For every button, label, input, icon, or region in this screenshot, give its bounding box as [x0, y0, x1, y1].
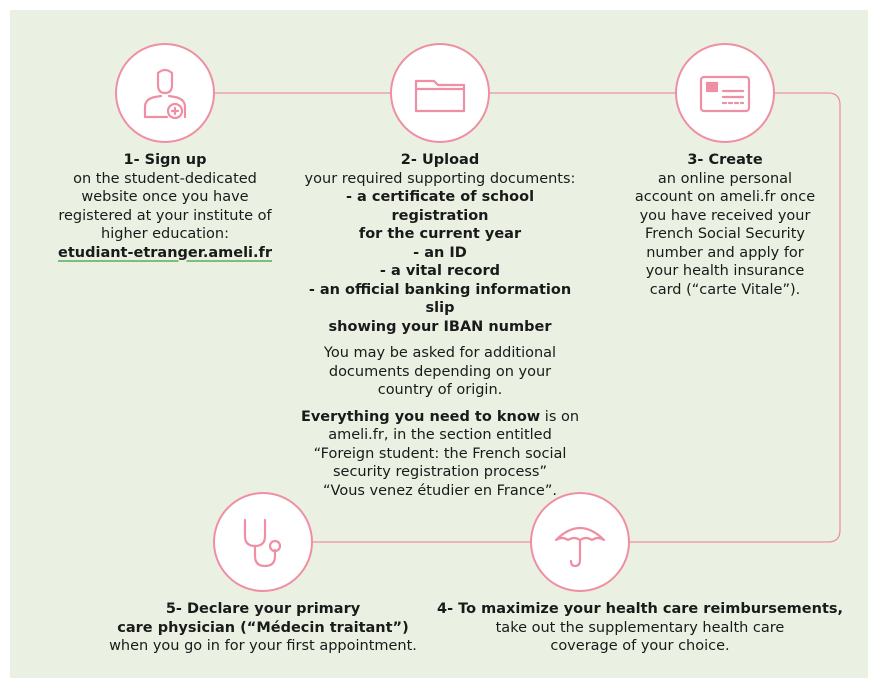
document-item: - a vital record: [379, 263, 501, 279]
document-item: showing your IBAN number: [328, 318, 552, 335]
step-2-intro: your required supporting documents:: [304, 170, 576, 187]
step-5-line: when you go in for your first appointmen…: [109, 638, 417, 654]
step-5-circle: [213, 492, 313, 592]
step-3-line: an online personal: [657, 170, 793, 187]
document-item: - an ID: [413, 244, 467, 261]
info-line: ameli.fr, in the section entitled: [328, 427, 552, 443]
step-5-title-1: 5- Declare your primary: [165, 601, 361, 617]
card-icon: [699, 75, 751, 113]
folder-icon: [414, 79, 466, 113]
doctor-icon: [143, 68, 187, 120]
note-line: documents depending on your: [328, 363, 552, 380]
step-3-line: number and apply for: [646, 244, 804, 261]
step-3-circle: [675, 43, 775, 143]
step-3-line: account on ameli.fr once: [634, 189, 816, 205]
step-4-line: take out the supplementary health care: [495, 619, 785, 636]
info-line: “Foreign student: the French social: [313, 445, 567, 462]
step-1-line: higher education:: [101, 226, 229, 242]
step-5-title-2: care physician (“Médecin traitant”): [117, 619, 409, 636]
step-4-title: 4- To maximize your health care reimburs…: [436, 601, 844, 617]
step-3-line: you have received your: [639, 207, 811, 224]
step-2-title: 2- Upload: [400, 152, 480, 168]
step-2-info: Everything you need to know is on ameli.…: [298, 408, 582, 501]
step-3-line: your health insurance: [645, 263, 805, 279]
step-2-text: 2- Upload your required supporting docum…: [298, 151, 582, 500]
step-3-line: French Social Security: [645, 226, 805, 242]
step-1-circle: [115, 43, 215, 143]
step-2-note: You may be asked for additional document…: [298, 344, 582, 400]
step-1-line: website once you have: [81, 189, 249, 205]
step-3-title: 3- Create: [687, 152, 763, 168]
step-4-circle: [530, 492, 630, 592]
document-item: for the current year: [358, 226, 522, 242]
step-3-text: 3- Create an online personal account on …: [620, 151, 830, 299]
document-item: - an official banking information slip: [308, 281, 572, 317]
note-line: country of origin.: [377, 382, 503, 398]
document-item: - a certificate of school registration: [345, 189, 535, 224]
step-5-text: 5- Declare your primary care physician (…: [88, 600, 438, 656]
step-4-text: 4- To maximize your health care reimburs…: [430, 600, 850, 656]
note-line: You may be asked for additional: [323, 345, 557, 361]
step-1-line: on the student-dedicated: [73, 170, 257, 187]
step-2-circle: [390, 43, 490, 143]
stethoscope-icon: [243, 518, 282, 568]
connector-3-4: [630, 92, 841, 543]
step-1-title: 1- Sign up: [123, 152, 207, 168]
ameli-student-link[interactable]: etudiant-etranger.ameli.fr: [58, 244, 272, 261]
step-1-line: registered at your institute of: [58, 207, 272, 224]
process-diagram: 1- Sign up on the student-dedicated webs…: [10, 10, 868, 678]
step-1-text: 1- Sign up on the student-dedicated webs…: [48, 151, 282, 262]
info-line: security registration process”: [332, 464, 547, 480]
info-rest: is on: [540, 408, 580, 425]
step-4-line: coverage of your choice.: [550, 638, 730, 654]
umbrella-icon: [554, 526, 606, 568]
step-3-line: card (“carte Vitale”).: [649, 281, 801, 298]
info-line: “Vous venez étudier en France”.: [323, 482, 557, 499]
info-first-line: Everything you need to know is on: [298, 408, 582, 427]
info-bold: Everything you need to know: [300, 408, 541, 425]
connector-lines: [215, 92, 841, 543]
